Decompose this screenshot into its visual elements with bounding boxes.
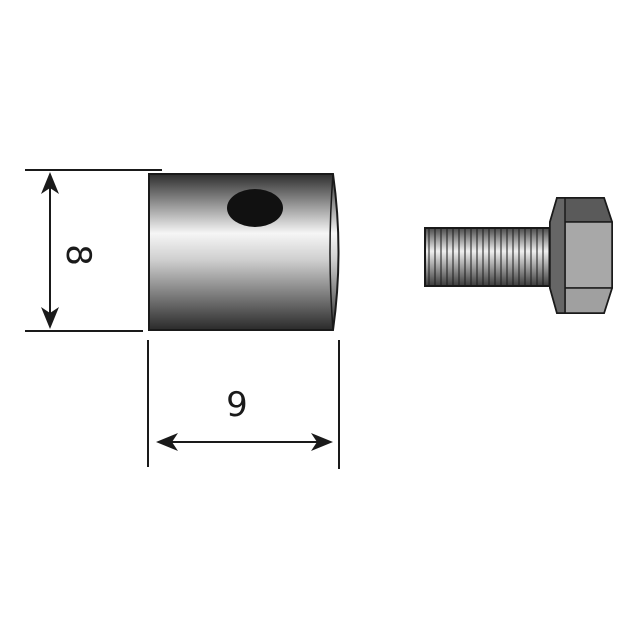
height-dimension — [25, 169, 162, 332]
height-label: 8 — [58, 244, 98, 266]
bolt — [424, 197, 614, 314]
cross-hole — [227, 189, 283, 227]
length-label: 9 — [226, 385, 248, 425]
cylinder-part — [148, 173, 340, 331]
length-dimension — [147, 340, 340, 469]
